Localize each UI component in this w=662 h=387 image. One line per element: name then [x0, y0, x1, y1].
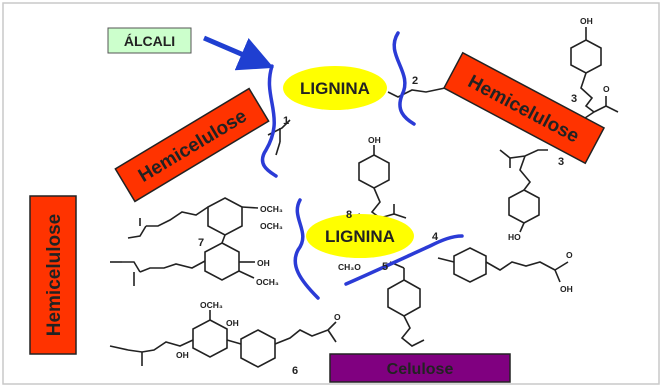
group-o3: O	[334, 312, 341, 322]
chemical-groups: OH OH HO OCH₃ OCH₃ OH OCH₃ CH₃O OH OH OC…	[176, 16, 610, 360]
lignin-middle: LIGNINA	[306, 214, 414, 258]
hemicellulose-vertical: Hemicelulose	[29, 195, 77, 355]
cellulose-box: Celulose	[329, 353, 511, 383]
benzene-ring	[204, 242, 240, 281]
group-ho-right: HO	[508, 232, 521, 242]
benzene-ring	[453, 247, 487, 283]
linkage-numbers: 1 2 3 3 4 5 6 7 8	[198, 75, 577, 377]
group-oh-bot1: OH	[226, 318, 239, 328]
cleavage-lines	[260, 31, 464, 300]
benzene-ring	[240, 329, 276, 368]
group-o1: O	[603, 84, 610, 94]
linkage-2: 2	[412, 75, 418, 87]
alcali-label: ÁLCALI	[124, 33, 175, 49]
group-oh-right: OH	[560, 284, 573, 294]
group-och3-top: OCH₃	[260, 204, 283, 214]
lignin-top-label: LIGNINA	[300, 79, 370, 98]
group-oh-mid: OH	[368, 135, 381, 145]
alcali-box: ÁLCALI	[107, 27, 192, 54]
cut-line	[260, 64, 278, 178]
group-o2: O	[566, 250, 573, 260]
alkali-arrow	[203, 35, 274, 71]
linkage-4: 4	[432, 231, 439, 243]
cellulose-label: Celulose	[387, 361, 454, 378]
linkage-8: 8	[346, 209, 352, 221]
benzene-ring	[192, 319, 228, 358]
group-oh-top: OH	[580, 16, 593, 26]
linkage-3b: 3	[558, 156, 564, 168]
group-och3-bot: OCH₃	[200, 300, 223, 310]
lignin-middle-label: LIGNINA	[325, 227, 395, 246]
lignin-top: LIGNINA	[283, 66, 387, 110]
linkage-6: 6	[292, 365, 298, 377]
cut-line	[344, 234, 464, 286]
group-och3-mid: OCH₃	[260, 221, 283, 231]
linkage-5: 5	[382, 261, 388, 273]
hemicellulose-vertical-label: Hemicelulose	[44, 214, 65, 337]
cut-line	[293, 198, 320, 300]
group-ch3o: CH₃O	[338, 262, 361, 272]
cut-line	[392, 31, 416, 126]
linkage-3a: 3	[571, 93, 577, 105]
linkage-1: 1	[283, 115, 289, 127]
linkage-7: 7	[198, 237, 204, 249]
chemical-structure	[109, 27, 619, 368]
group-och3-low: OCH₃	[256, 277, 279, 287]
group-oh-bot2: OH	[176, 350, 189, 360]
group-oh-7: OH	[257, 258, 270, 268]
